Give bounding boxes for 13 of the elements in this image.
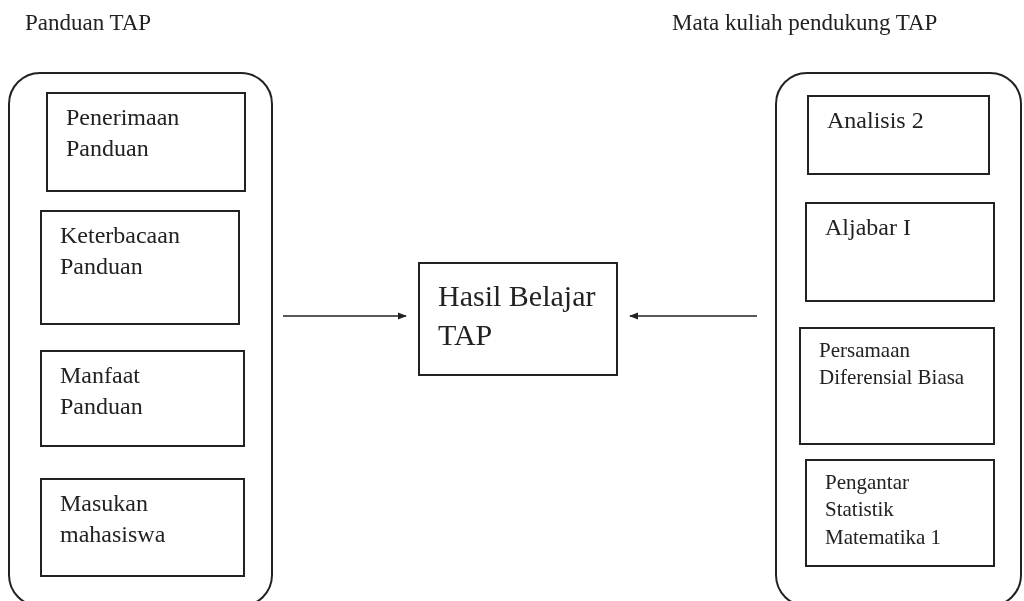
group-heading: Mata kuliah pendukung TAP	[672, 10, 938, 36]
process-box: Aljabar I	[805, 202, 995, 302]
process-box: Masukan mahasiswa	[40, 478, 245, 577]
process-box: Analisis 2	[807, 95, 990, 175]
arrow	[282, 312, 407, 320]
process-box: Penerimaan Panduan	[46, 92, 246, 192]
arrow	[629, 312, 758, 320]
process-box: Persamaan Diferensial Biasa	[799, 327, 995, 445]
process-box: Pengantar Statistik Matematika 1	[805, 459, 995, 567]
group-heading: Panduan TAP	[25, 10, 152, 36]
process-box: Manfaat Panduan	[40, 350, 245, 447]
process-box: Keterbacaan Panduan	[40, 210, 240, 325]
process-box: Hasil Belajar TAP	[418, 262, 618, 376]
